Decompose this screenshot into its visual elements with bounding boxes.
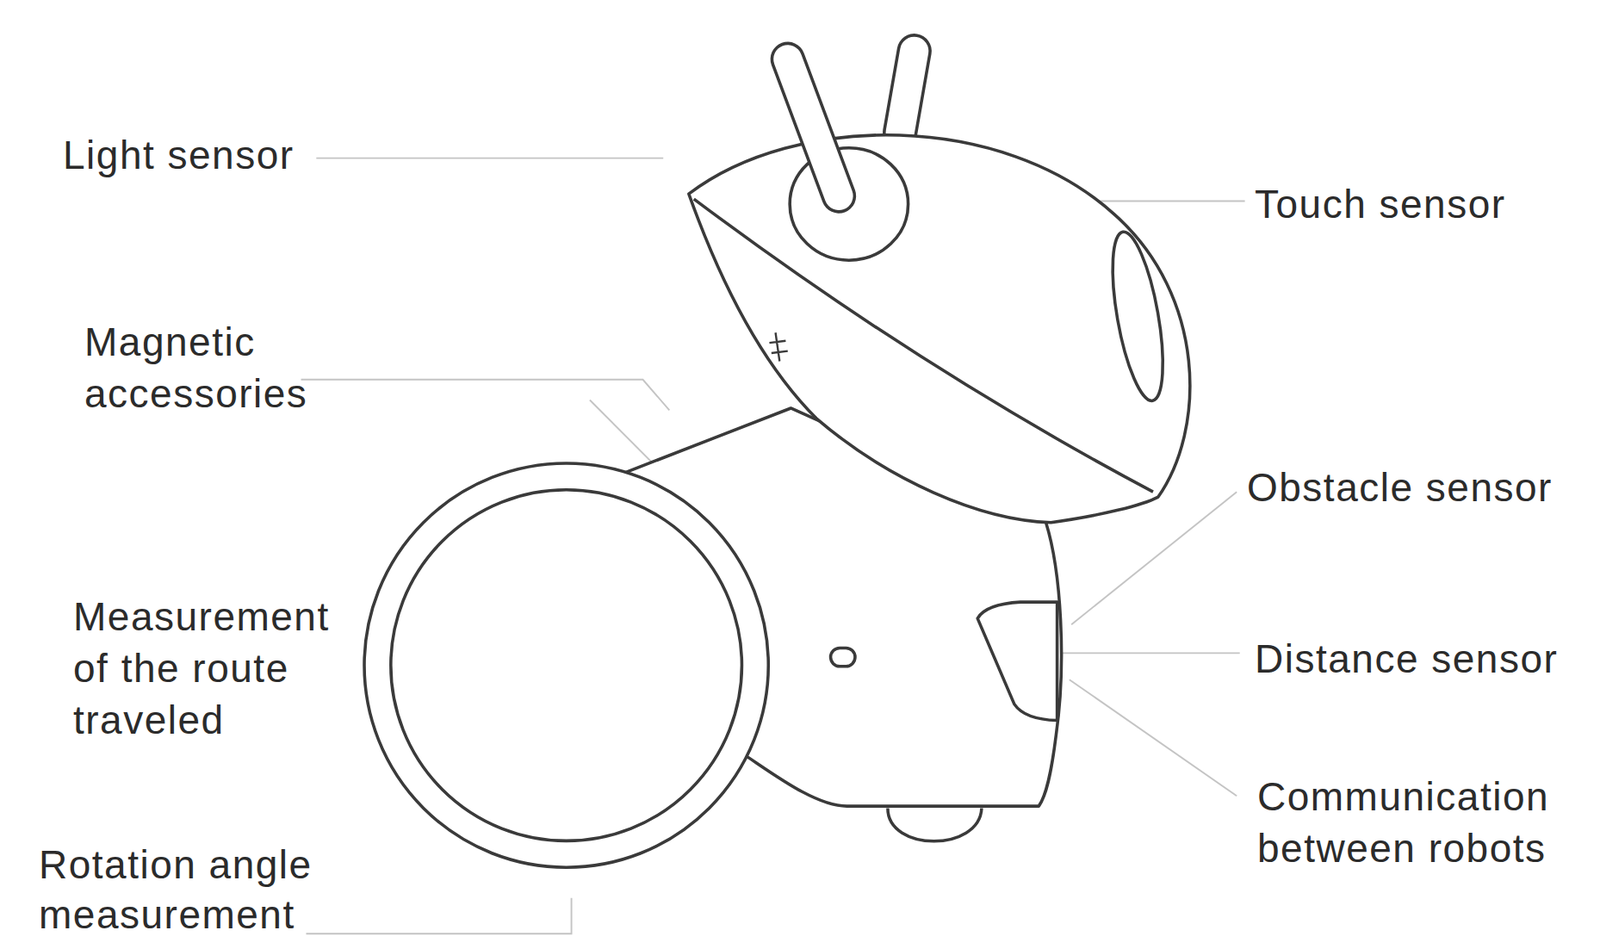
part-label: Magnetic accessories <box>84 316 360 420</box>
part-label: Measurement of the route traveled <box>73 590 366 746</box>
part-label: Communication between robots <box>1257 770 1585 875</box>
robot <box>364 50 1191 868</box>
part-label: Obstacle sensor <box>1246 461 1553 514</box>
part-label: Distance sensor <box>1254 632 1558 685</box>
part-label: Touch sensor <box>1254 178 1507 230</box>
part-label: Rotation angle measurement <box>38 839 349 940</box>
part-label: Light sensor <box>62 129 295 181</box>
